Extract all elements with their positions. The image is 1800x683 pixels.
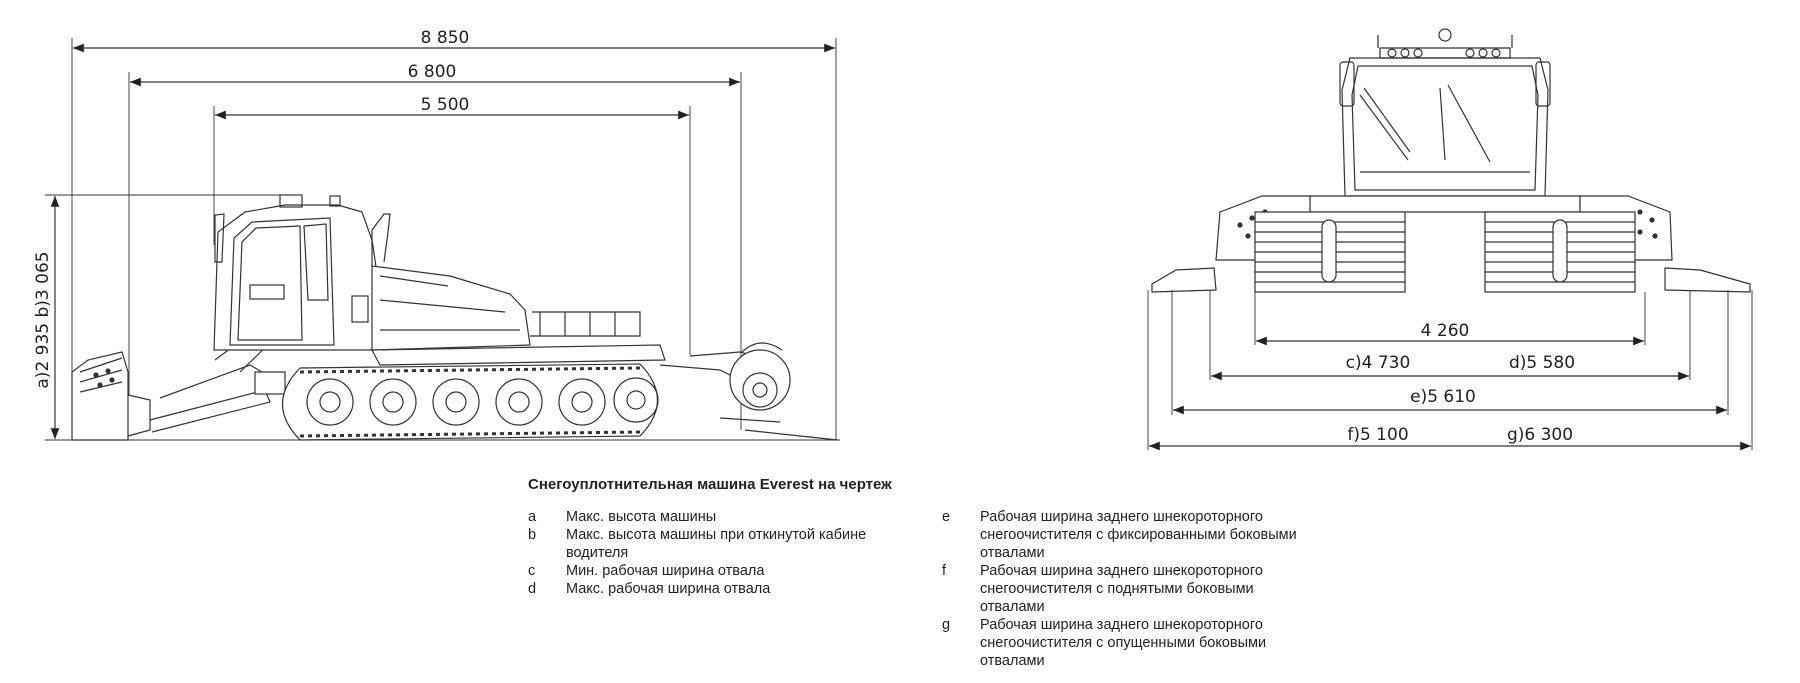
legend-item-f: f Рабочая ширина заднего шнекороторного … <box>942 562 1320 616</box>
front-view <box>1147 28 1753 451</box>
dim-label-4260: 4 260 <box>1421 321 1470 341</box>
dim-label-5500: 5 500 <box>421 95 470 115</box>
front-blade <box>71 329 286 441</box>
legend-key: g <box>942 617 951 633</box>
legend-item-g: g Рабочая ширина заднего шнекороторного … <box>942 616 1320 670</box>
legend-item-a: a Макс. высота машины <box>528 508 896 526</box>
rear-deck <box>371 311 666 366</box>
legend-key: c <box>528 563 536 579</box>
technical-drawing: 8 850 6 800 5 500 a)2 935 b)3 065 <box>33 28 1753 451</box>
legend-text: Макс. высота машины при откинутой кабине… <box>566 527 867 561</box>
side-view <box>45 38 840 441</box>
dim-label-c: c)4 730 <box>1346 353 1411 373</box>
legend-key: a <box>528 509 537 525</box>
dim-label-f: f)5 100 <box>1347 425 1408 445</box>
front-cab <box>1339 28 1551 197</box>
legend-key: f <box>942 563 947 579</box>
legend-left: a Макс. высота машины b Макс. высота маш… <box>528 508 896 598</box>
dim-label-6800: 6 800 <box>408 62 457 82</box>
dim-label-heights: a)2 935 b)3 065 <box>33 251 53 388</box>
legend-item-b: b Макс. высота машины при откинутой каби… <box>528 526 896 562</box>
track-assembly <box>281 363 659 441</box>
legend-text: Мин. рабочая ширина отвала <box>566 563 765 579</box>
dim-label-8850: 8 850 <box>421 28 470 48</box>
dim-label-g: g)6 300 <box>1507 425 1573 445</box>
cab <box>213 194 379 351</box>
legend-right: e Рабочая ширина заднего шнекороторного … <box>942 508 1320 670</box>
dim-label-d: d)5 580 <box>1509 353 1575 373</box>
legend-text: Рабочая ширина заднего шнекороторного сн… <box>980 617 1267 669</box>
legend-text: Макс. рабочая ширина отвала <box>566 581 771 597</box>
legend-item-e: e Рабочая ширина заднего шнекороторного … <box>942 508 1320 562</box>
front-side-blades <box>1151 267 1751 293</box>
legend-text: Рабочая ширина заднего шнекороторного сн… <box>980 509 1297 561</box>
front-tracks <box>1254 211 1636 293</box>
drawing-caption: Снегоуплотнительная машина Everest на че… <box>528 476 892 493</box>
rear-tiller <box>659 342 839 441</box>
legend-item-d: d Макс. рабочая ширина отвала <box>528 580 896 598</box>
road-wheels <box>306 377 659 426</box>
legend-key: e <box>942 509 951 525</box>
legend-text: Макс. высота машины <box>566 509 717 525</box>
legend-item-c: c Мин. рабочая ширина отвала <box>528 562 896 580</box>
legend-key: b <box>528 527 537 543</box>
engine-hood <box>351 213 531 351</box>
legend-text: Рабочая ширина заднего шнекороторного сн… <box>980 563 1263 615</box>
dim-label-e: e)5 610 <box>1410 387 1476 407</box>
front-extension-lines <box>1147 290 1753 450</box>
legend-key: d <box>528 581 537 597</box>
